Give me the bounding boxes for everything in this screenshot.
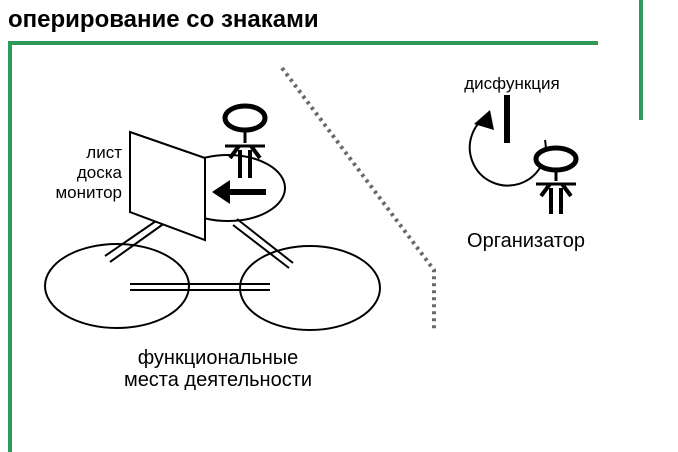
person-icon	[222, 103, 268, 178]
connector-top-right	[232, 218, 294, 269]
place-ellipse-left	[44, 243, 190, 329]
connector-left-right	[130, 283, 270, 291]
place-ellipse-right	[239, 245, 381, 331]
dotted-divider	[280, 66, 436, 332]
cycle-arrowhead-icon	[474, 110, 494, 130]
left-arrow-icon	[212, 180, 266, 204]
page-title: оперирование со знаками	[8, 6, 319, 33]
dysfunction-label: дисфункция	[464, 74, 559, 93]
places-label-line2: места деятельности	[124, 369, 312, 391]
organizer-label: Организатор	[467, 230, 585, 252]
sign-label-list: лист	[86, 143, 122, 162]
sign-board	[129, 130, 206, 242]
sign-label-board: доска	[77, 163, 123, 182]
sign-label-monitor: монитор	[55, 183, 122, 202]
organizer-person-icon	[533, 145, 579, 214]
places-label-line1: функциональные	[138, 347, 299, 369]
